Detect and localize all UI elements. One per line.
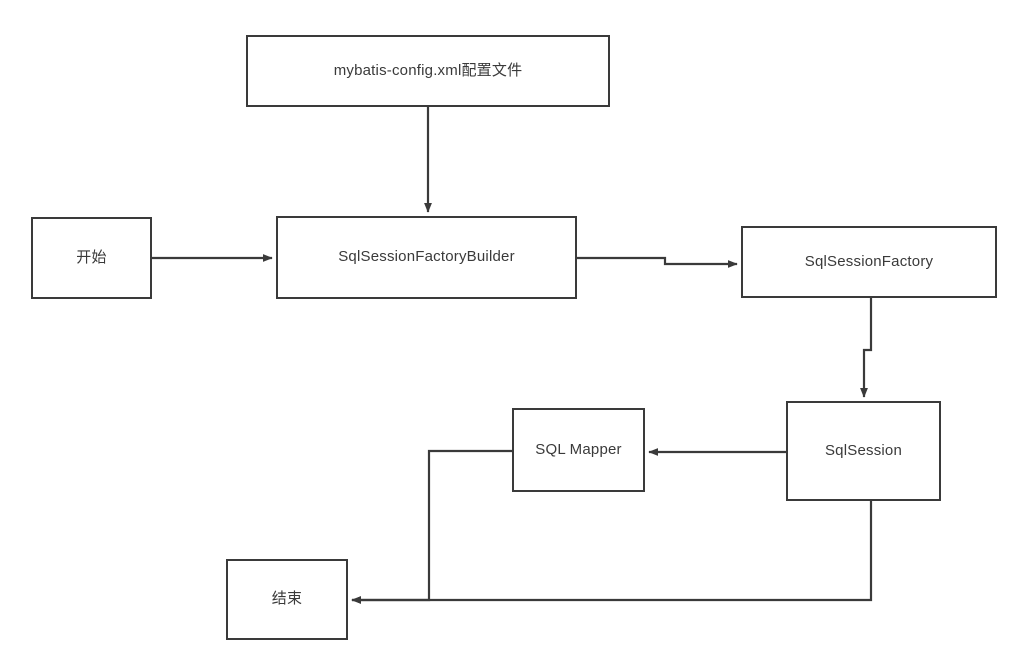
node-start[interactable]: 开始 <box>31 217 152 299</box>
node-sqlsession[interactable]: SqlSession <box>786 401 941 501</box>
node-label-config: mybatis-config.xml配置文件 <box>333 61 523 79</box>
node-sql-mapper[interactable]: SQL Mapper <box>512 408 645 492</box>
node-label-start: 开始 <box>76 248 107 266</box>
node-end[interactable]: 结束 <box>226 559 348 640</box>
edge-factory-to-session <box>860 298 873 398</box>
edge-session-to-end <box>351 501 873 604</box>
node-sqlsessionfactorybuilder[interactable]: SqlSessionFactoryBuilder <box>276 216 577 299</box>
node-label-session: SqlSession <box>824 441 903 459</box>
node-sqlsessionfactory[interactable]: SqlSessionFactory <box>741 226 997 298</box>
node-label-factory: SqlSessionFactory <box>804 252 934 270</box>
node-mybatis-config-xml[interactable]: mybatis-config.xml配置文件 <box>246 35 610 107</box>
edge-mapper-to-end <box>351 449 512 604</box>
edge-builder-to-factory <box>577 256 738 268</box>
node-label-mapper: SQL Mapper <box>535 440 622 458</box>
node-label-builder: SqlSessionFactoryBuilder <box>338 248 515 266</box>
node-label-end: 结束 <box>271 590 303 608</box>
